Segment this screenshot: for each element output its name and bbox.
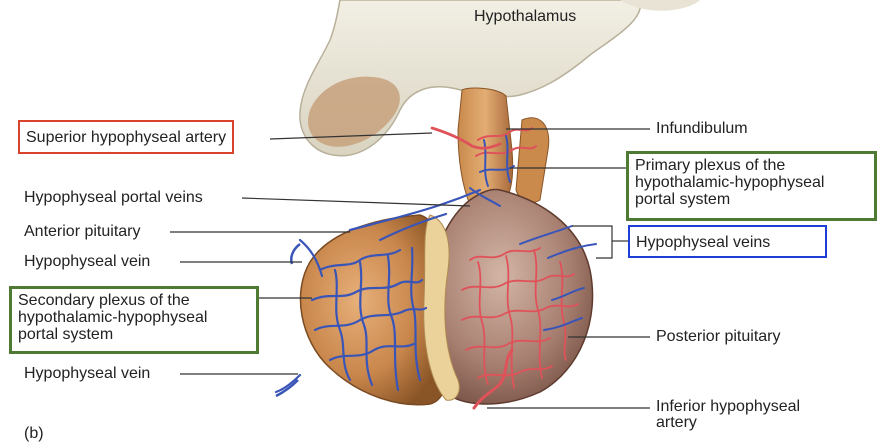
posterior-pituitary-label: Posterior pituitary xyxy=(656,328,781,345)
portal-veins-label: Hypophyseal portal veins xyxy=(24,189,203,206)
primary-plexus-label: Primary plexus of the hypothalamic-hypop… xyxy=(626,151,877,221)
inferior-artery-line-2: artery xyxy=(656,414,697,431)
infundibulum-label: Infundibulum xyxy=(656,120,748,137)
superior-hypophyseal-artery xyxy=(430,126,502,150)
primary-plexus-line-2: hypothalamic-hypophyseal xyxy=(635,174,825,191)
primary-plexus-line-1: Primary plexus of the xyxy=(635,157,786,174)
leader-lines xyxy=(170,128,650,409)
secondary-plexus-line-3: portal system xyxy=(18,326,114,343)
inferior-hypophyseal-artery-label: Inferior hypophyseal artery xyxy=(656,399,800,431)
hypothalamus-label: Hypothalamus xyxy=(474,8,577,25)
anterior-pituitary-label: Anterior pituitary xyxy=(24,223,141,240)
hypophyseal-vein-lower-label: Hypophyseal vein xyxy=(24,365,151,382)
superior-hypophyseal-artery-label: Superior hypophyseal artery xyxy=(18,120,235,154)
posterior-pituitary-lobe xyxy=(426,188,594,405)
secondary-plexus-line-1: Secondary plexus of the xyxy=(18,292,190,309)
hypophyseal-vein-upper-label: Hypophyseal vein xyxy=(24,253,151,270)
inferior-hypophyseal-artery xyxy=(472,348,514,410)
inferior-artery-line-1: Inferior hypophyseal xyxy=(656,398,801,415)
posterior-capillary-network xyxy=(461,247,579,389)
secondary-plexus-line-2: hypothalamic-hypophyseal xyxy=(18,309,208,326)
hypothalamus-tissue xyxy=(299,0,700,157)
secondary-plexus-network xyxy=(274,188,482,394)
primary-plexus-line-3: portal system xyxy=(635,191,731,208)
hypophyseal-veins-label: Hypophyseal veins xyxy=(628,225,827,258)
secondary-plexus-label: Secondary plexus of the hypothalamic-hyp… xyxy=(9,286,259,354)
